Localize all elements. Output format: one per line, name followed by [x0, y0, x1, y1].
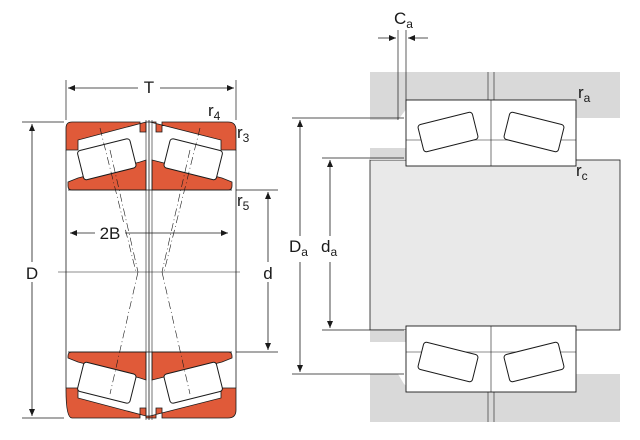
label-r4: r4	[208, 101, 221, 123]
label-d: d	[263, 264, 272, 283]
label-da: da	[321, 237, 337, 259]
housing-top	[370, 72, 620, 120]
outer-ring-bottom-left	[65, 387, 237, 419]
label-Da: Da	[289, 237, 308, 259]
label-T: T	[144, 78, 154, 97]
contact-angle-lines	[99, 127, 201, 395]
rollers-top-right	[417, 111, 565, 153]
housing-bottom	[370, 374, 620, 422]
label-r5: r5	[237, 191, 250, 213]
left-bearing-view: T r4 r3 r5 2B D d	[22, 78, 278, 420]
rollers-top-left	[77, 138, 223, 181]
label-ra: ra	[578, 83, 591, 105]
right-mounting-view: Ca ra rc Da da	[286, 9, 621, 422]
rollers-bottom-right	[417, 341, 565, 383]
label-2B: 2B	[100, 224, 121, 243]
label-Ca: Ca	[394, 9, 413, 31]
label-rc: rc	[576, 161, 588, 183]
outer-ring-top-left	[65, 121, 237, 151]
label-r3: r3	[237, 123, 250, 145]
label-D: D	[26, 264, 38, 283]
rollers-bottom-left	[77, 361, 223, 404]
shaft	[369, 159, 621, 331]
